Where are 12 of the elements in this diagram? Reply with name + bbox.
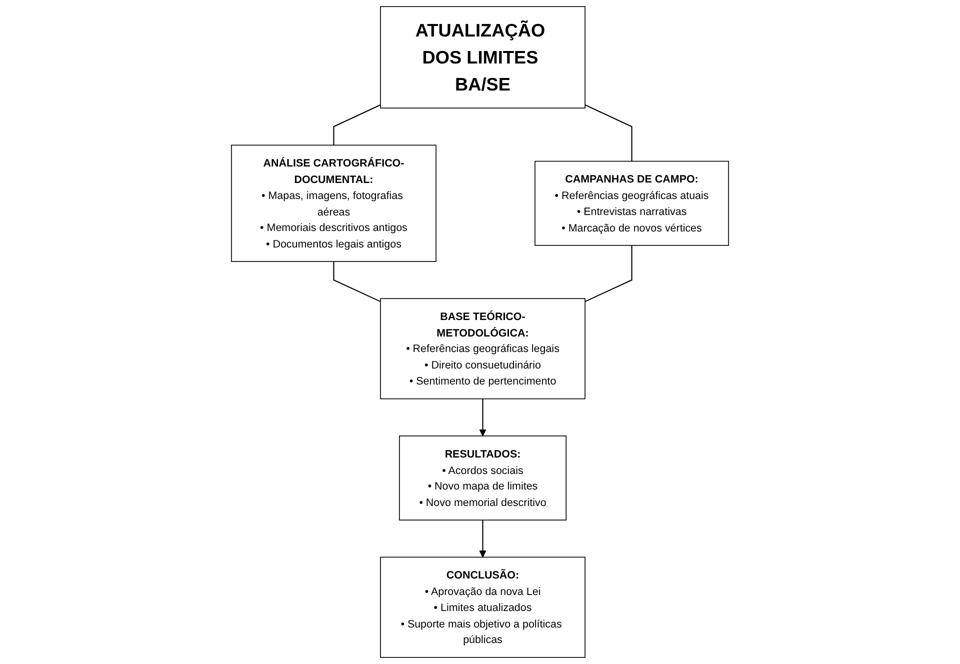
node-box: ATUALIZAÇÃO DOS LIMITES BA/SE [380,6,586,108]
node-box: BASE TEÓRICO-METODOLÓGICA: • Referências geográficas legais • Direito consuetudinário • Sentimento de pertencimento [380,298,586,400]
node-box: CONCLUSÃO: • Aprovação da nova Lei • Limites atualizados • Suporte mais objetivo a políticas públicas [380,556,586,658]
arrow [479,398,486,436]
connector [584,104,632,162]
connector [333,261,381,302]
node-box: ANÁLISE CARTOGRÁFICO-DOCUMENTAL: • Mapas, imagens, fotografias aéreas • Memoriais descritivos antigos • Documentos legais antigos [231,144,436,262]
node-box: CAMPANHAS DE CAMPO: • Referências geográficas atuais • Entrevistas narrativas • Marcação de novos vértices [534,160,729,246]
connector [584,245,632,302]
arrow [479,520,486,558]
node-box: RESULTADOS: • Acordos sociais • Novo mapa de limites • Novo memorial descritivo [398,436,567,520]
connector [333,104,381,146]
